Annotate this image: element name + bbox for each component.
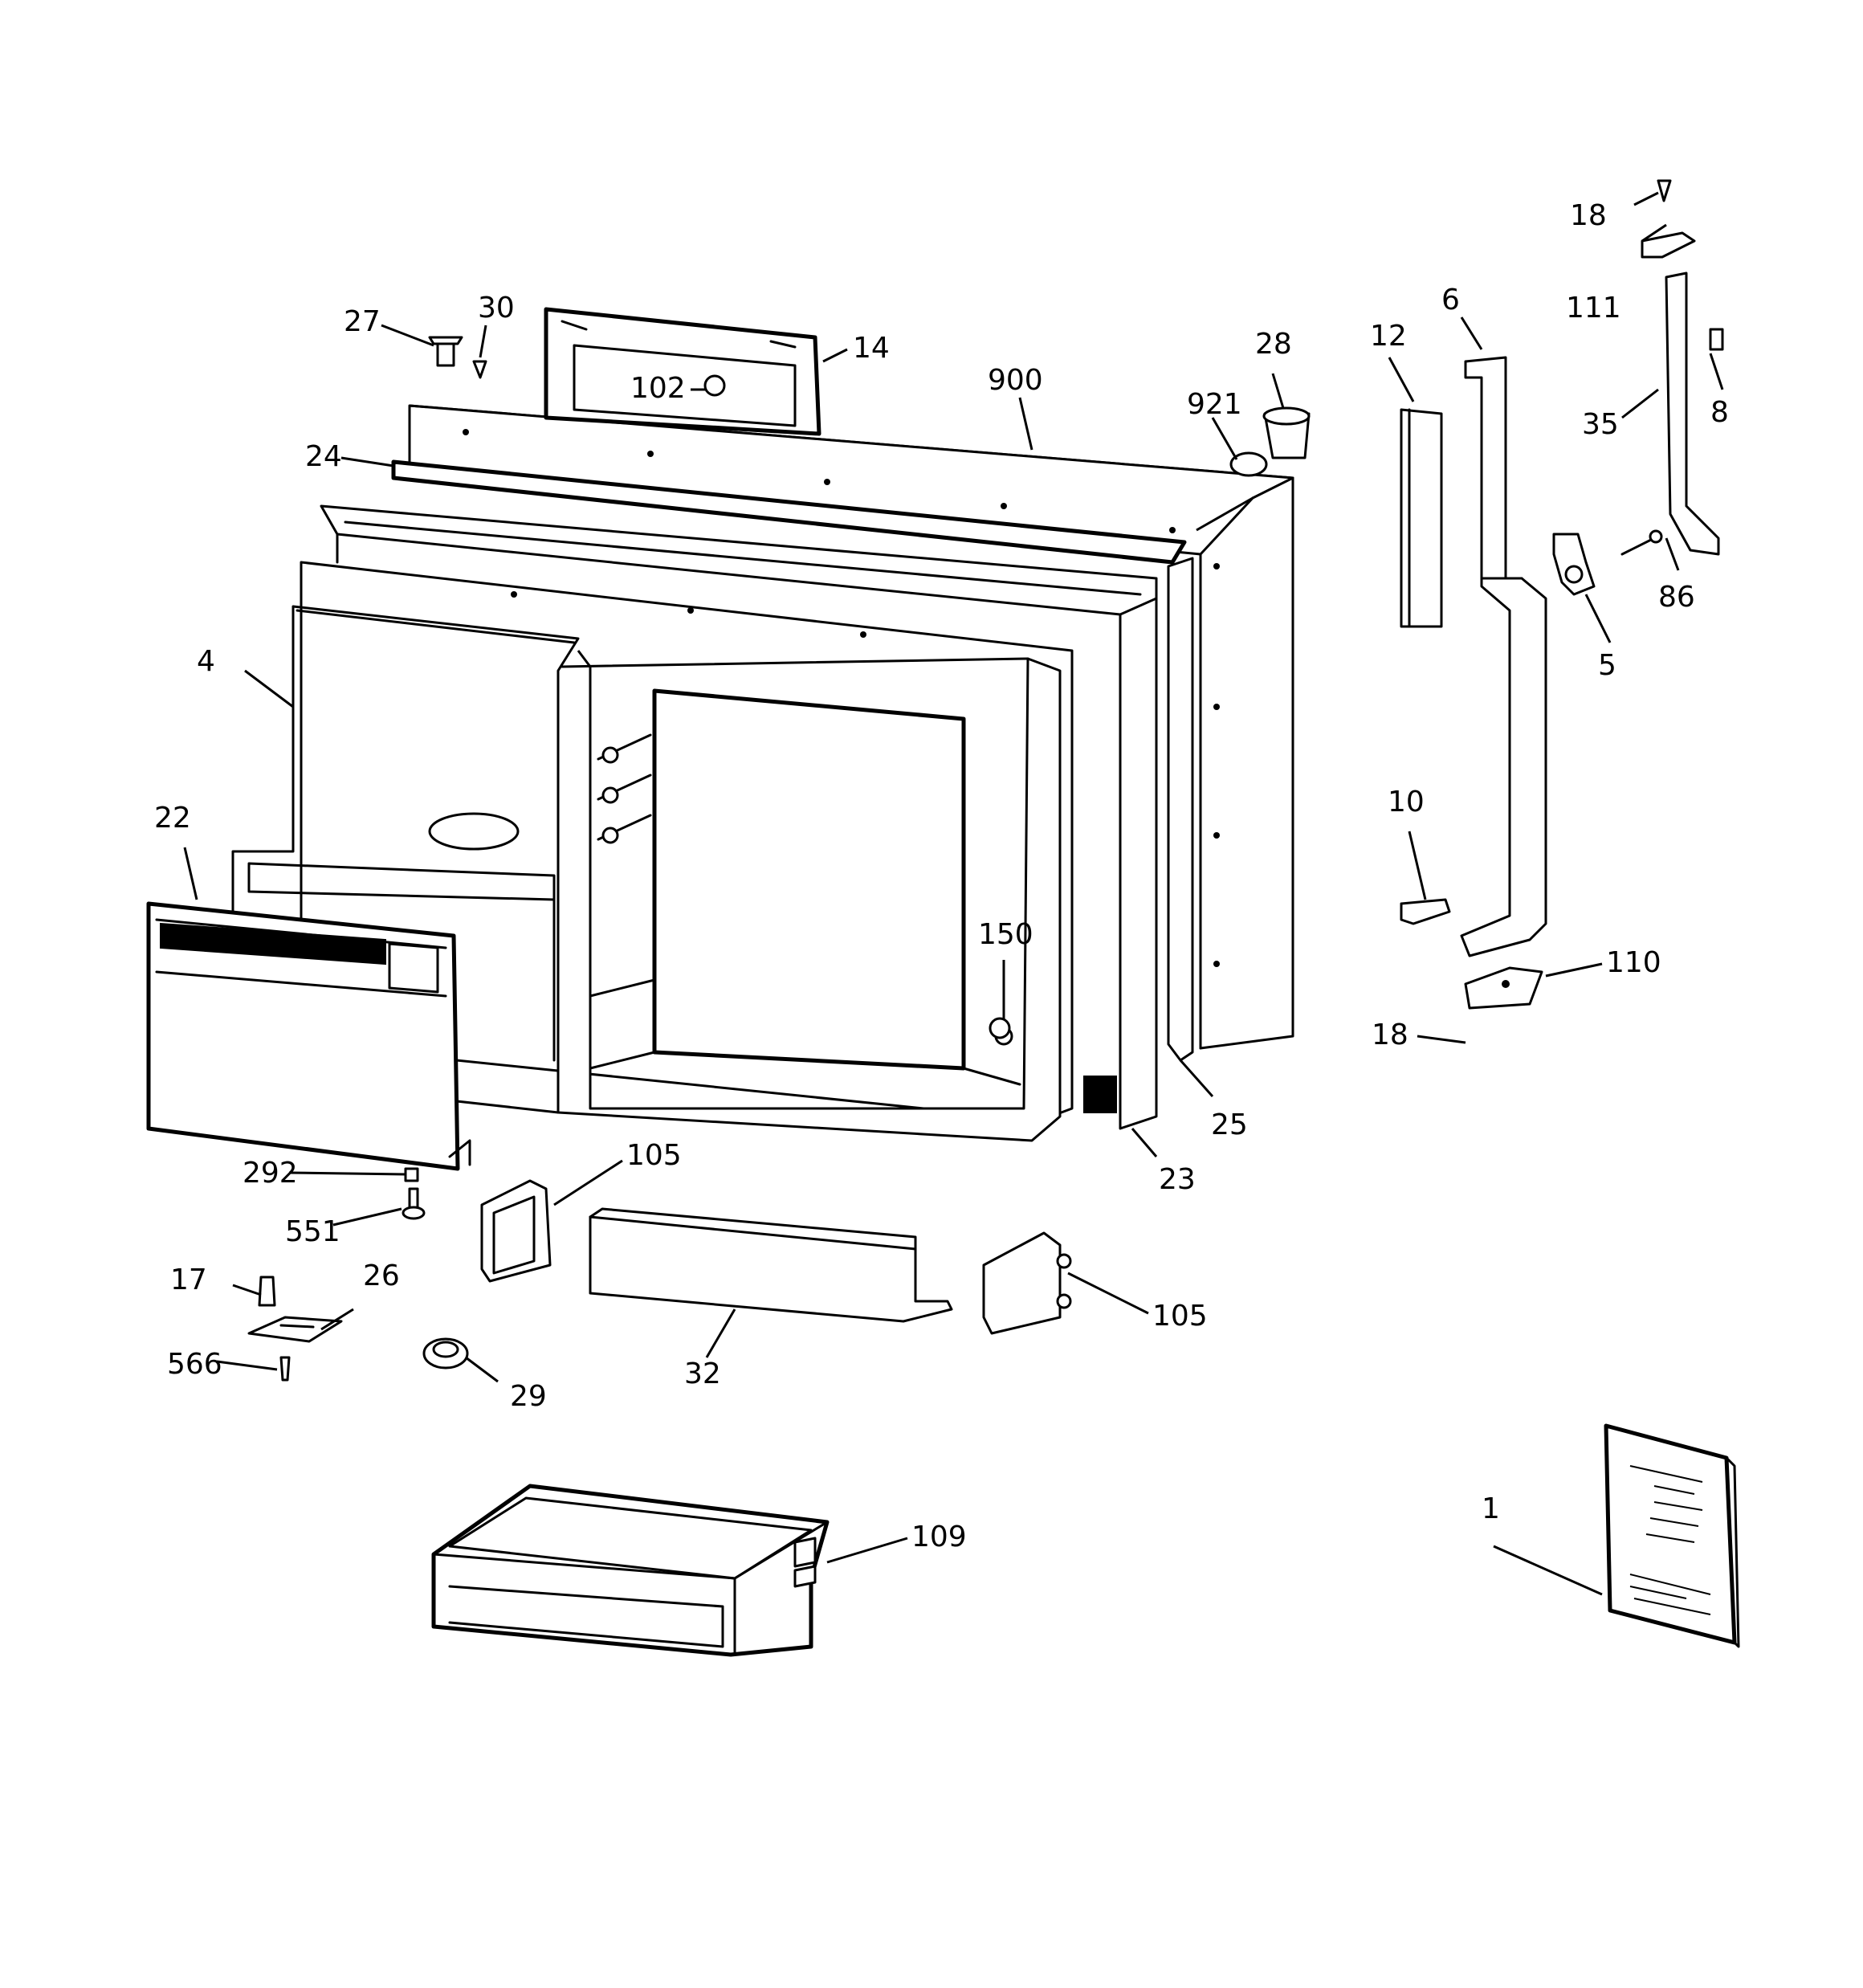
leader-lines bbox=[183, 191, 1724, 1596]
callout-27: 27 bbox=[344, 305, 381, 338]
hinge-35 bbox=[1641, 179, 1724, 556]
callout-labels: 1 4 5 6 8 10 12 14 17 18 18 22 23 24 25 … bbox=[154, 199, 1729, 1553]
callout-1: 1 bbox=[1482, 1492, 1500, 1525]
callout-14: 14 bbox=[853, 332, 890, 365]
callout-921: 921 bbox=[1187, 388, 1242, 421]
shelf-bracket-105-right bbox=[982, 1231, 1072, 1335]
callout-109: 109 bbox=[911, 1521, 967, 1553]
door-gasket bbox=[320, 459, 1187, 1130]
callout-5: 5 bbox=[1598, 649, 1616, 682]
callout-29: 29 bbox=[510, 1380, 547, 1413]
callout-566: 566 bbox=[167, 1348, 222, 1381]
callout-150: 150 bbox=[978, 918, 1033, 951]
panel-14 bbox=[544, 307, 821, 436]
callout-111: 111 bbox=[1566, 292, 1621, 325]
callout-110: 110 bbox=[1606, 946, 1661, 979]
handle-6 bbox=[1460, 356, 1547, 957]
callout-292: 292 bbox=[243, 1157, 298, 1190]
bin-109 bbox=[431, 1484, 830, 1657]
callout-6: 6 bbox=[1441, 284, 1460, 316]
hinge-5 bbox=[1552, 529, 1663, 596]
callout-22: 22 bbox=[154, 802, 191, 835]
hinge-110 bbox=[1464, 966, 1543, 1010]
owners-manual-1 bbox=[1604, 1423, 1740, 1648]
callout-10: 10 bbox=[1388, 786, 1425, 818]
hinge-cover-12 bbox=[1400, 408, 1443, 628]
callout-23: 23 bbox=[1159, 1163, 1196, 1196]
callout-900: 900 bbox=[988, 364, 1043, 397]
callout-32: 32 bbox=[684, 1357, 721, 1390]
callout-25: 25 bbox=[1211, 1108, 1248, 1141]
callout-551: 551 bbox=[285, 1215, 340, 1248]
shelf-bracket-105-left bbox=[480, 1179, 552, 1283]
callout-8: 8 bbox=[1710, 396, 1729, 429]
callout-30: 30 bbox=[478, 292, 515, 325]
callout-105-right: 105 bbox=[1152, 1300, 1208, 1333]
callout-4: 4 bbox=[197, 645, 215, 678]
callout-24: 24 bbox=[305, 440, 342, 473]
small-parts-bottom bbox=[247, 1167, 469, 1382]
callout-18-top: 18 bbox=[1570, 199, 1607, 232]
callout-86: 86 bbox=[1658, 581, 1695, 614]
shelf-32 bbox=[589, 1207, 953, 1323]
door-outer-panel bbox=[408, 404, 1294, 1050]
callout-102: 102 bbox=[630, 372, 686, 405]
callout-26: 26 bbox=[363, 1259, 400, 1292]
door-strip-25 bbox=[1167, 557, 1194, 1062]
bracket-10 bbox=[1400, 898, 1451, 925]
callout-17: 17 bbox=[170, 1263, 207, 1296]
callout-28: 28 bbox=[1255, 328, 1292, 361]
callout-18-bottom: 18 bbox=[1372, 1018, 1408, 1051]
callout-12: 12 bbox=[1370, 320, 1407, 353]
small-parts-top bbox=[428, 336, 1311, 1039]
callout-35: 35 bbox=[1582, 408, 1619, 441]
callout-105-left: 105 bbox=[626, 1139, 682, 1172]
front-panel-22 bbox=[146, 901, 471, 1171]
